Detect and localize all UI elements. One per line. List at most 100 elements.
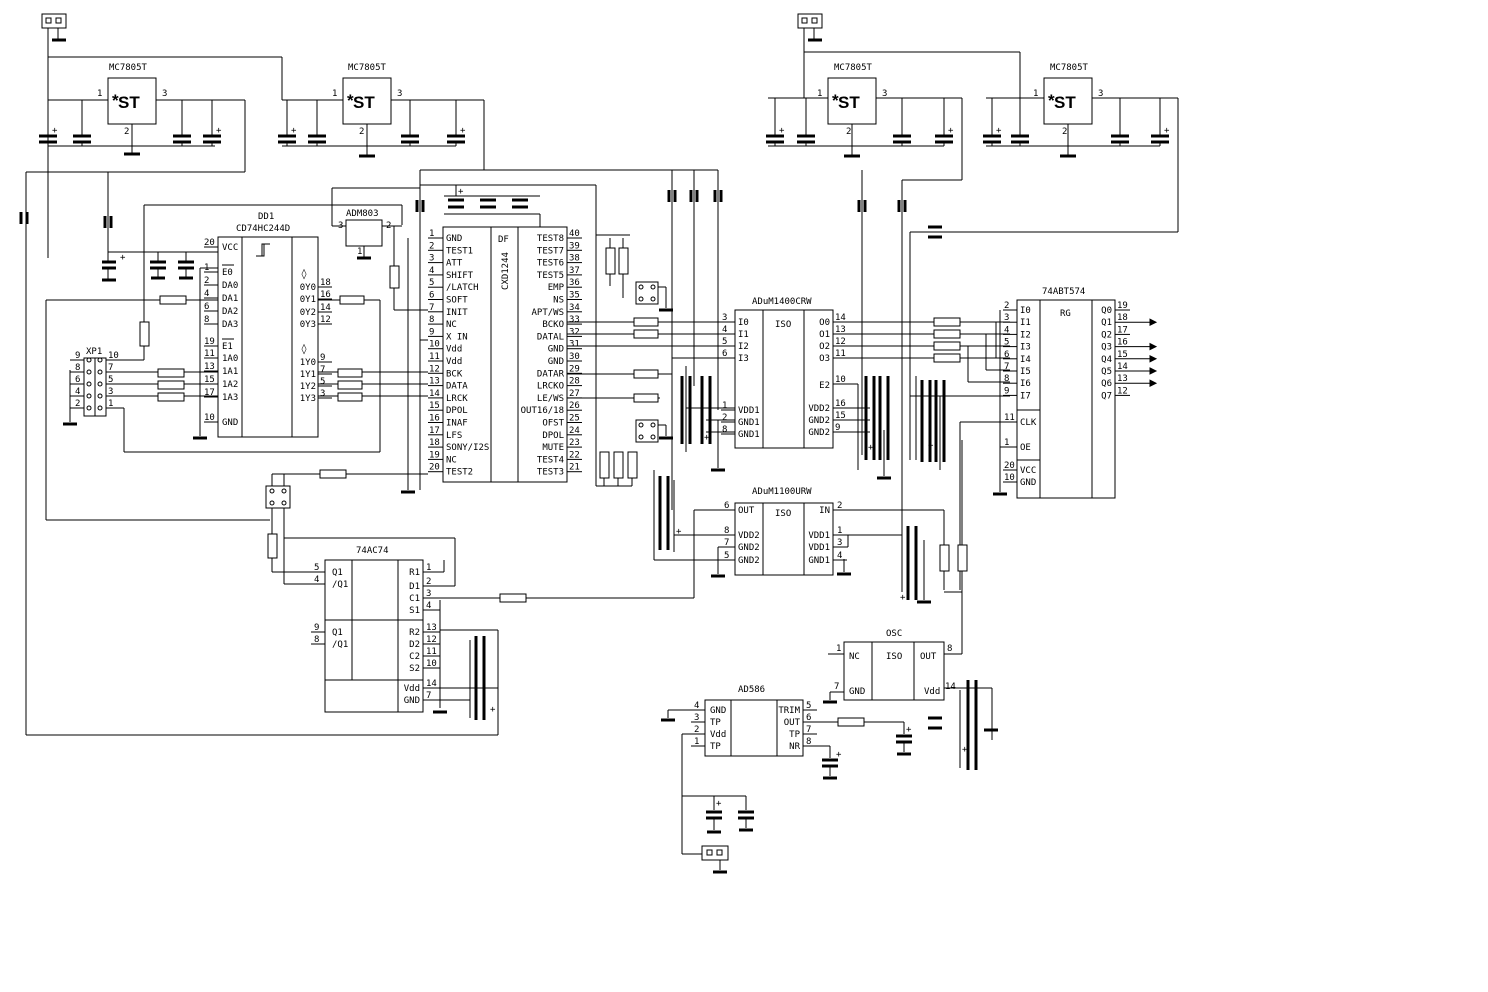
regulator-4-pin-in: 1: [1033, 89, 1038, 99]
abt574-pin-9: 9: [1004, 386, 1009, 396]
cxd1244-pin-35-name: NS: [553, 296, 564, 306]
adm803: ADM803 3 2 1: [332, 209, 428, 311]
ad586-pin-6: 6: [806, 713, 811, 723]
supply-rails: [48, 51, 1021, 100]
cxd1244-pin-20-name: TEST2: [446, 468, 473, 478]
cxd1244-pin-6: 6: [429, 291, 434, 301]
power-connector-right: [797, 13, 823, 98]
ad586-pin-8: 8: [806, 737, 811, 747]
regulator-cap-plus: +: [52, 126, 58, 136]
regulator-1-pin-gnd: 2: [124, 127, 129, 137]
ac74-pin-12-name: D2: [409, 640, 420, 650]
ad586-pin-2-name: Vdd: [710, 730, 726, 740]
cxd1244-pin-10: 10: [429, 340, 440, 350]
cxd1244-pin-35: 35: [569, 291, 580, 301]
cxd1244-pin-3: 3: [429, 254, 434, 264]
cxd1244-pin-27: 27: [569, 389, 580, 399]
xp1-pad-1: [97, 405, 103, 411]
cxd1244-pin-5: 5: [429, 278, 434, 288]
abt574-pin-10-name: GND: [1020, 478, 1036, 488]
dd1-pin-16-name: 0Y1: [300, 295, 316, 305]
adum1400-right-caps: +: [833, 376, 891, 480]
adum1400-pin-12-name: O2: [819, 342, 830, 352]
abt574-out-arrow-14: [1149, 367, 1158, 375]
abt574-pin-15-name: Q4: [1101, 355, 1112, 365]
adum1400-pin-13-name: O1: [819, 330, 830, 340]
osc-nc: NC: [849, 652, 860, 662]
dd1-pin-18: 18: [320, 278, 331, 288]
cxd1244-pin-29-name: DATAR: [537, 369, 565, 379]
dd1-pin-15: 15: [204, 375, 215, 385]
regulator-1-pin-out: 3: [162, 89, 167, 99]
ac74-pin-14: 14: [426, 679, 437, 689]
ac74-pin-9-name: Q1: [332, 628, 343, 638]
ac74-pin-10-name: S2: [409, 664, 420, 674]
adum1400-pin-1: 1: [722, 401, 727, 411]
ad586-pin-5-name: TRIM: [778, 706, 800, 716]
abt574-rg: RG: [1060, 309, 1071, 319]
cxd1244-pin-16-name: INAF: [446, 419, 468, 429]
adum1400-pin-11-name: O3: [819, 354, 830, 364]
regulator-3: MC7805T ST * 1 3 2: [768, 63, 962, 158]
cxd1244-pin-4-name: SHIFT: [446, 271, 474, 281]
adum1400-pin-5: 5: [722, 337, 727, 347]
adum1100-pin-5-name: GND2: [738, 556, 760, 566]
dd1-ref: DD1: [258, 212, 274, 222]
abt574-pin-18: 18: [1117, 313, 1128, 323]
dd1-pin-11: 11: [204, 349, 215, 359]
abt574-pin-4: 4: [1004, 325, 1009, 335]
cxd1244-pin-28-name: LRCKO: [537, 382, 564, 392]
abt574-out-arrow-18: [1149, 318, 1158, 327]
regulator-4: MC7805T ST * 1 3 2: [986, 63, 1178, 158]
adum1400-pin-3: 3: [722, 313, 727, 323]
adum1400-pin-4-name: I1: [738, 330, 749, 340]
cxd1244-pin-12-name: BCK: [446, 369, 463, 379]
regulator-4-pin-out: 3: [1098, 89, 1103, 99]
adum1400-pin-8-name: GND1: [738, 430, 760, 440]
ad586-pin-5: 5: [806, 701, 811, 711]
cxd1244-pin-12: 12: [429, 364, 440, 374]
adum1400-pin-3-name: I0: [738, 318, 749, 328]
cxd1244-pin-1: 1: [429, 229, 434, 239]
regulator-2-title: MC7805T: [348, 63, 387, 73]
adum1400-left-caps: +: [680, 366, 735, 472]
abt574-pin-10: 10: [1004, 473, 1015, 483]
regulator-cap-plus: +: [460, 126, 466, 136]
svg-text:*: *: [112, 91, 119, 110]
ac74-pin-4-name: S1: [409, 606, 420, 616]
cxd1244-pin-6-name: SOFT: [446, 296, 468, 306]
adum1400-pin-2-name: GND1: [738, 418, 760, 428]
dd1-pin-19-name: E1: [222, 342, 233, 352]
regulator-capacitors: ++++++++: [39, 98, 1170, 146]
adum1400-pin-14-name: O0: [819, 318, 830, 328]
xp1-pad-9: [86, 357, 92, 363]
abt574-pin-4-name: I2: [1020, 330, 1031, 340]
ac74-pin-5: 5: [314, 563, 319, 573]
ac74-pin-1: 1: [426, 563, 431, 573]
svg-text:+: +: [716, 799, 722, 809]
svg-text:+: +: [704, 433, 710, 443]
xp1-pin-6: 6: [75, 375, 80, 385]
xp1-pad-8: [86, 369, 92, 375]
regulator-1-pin-in: 1: [97, 89, 102, 99]
regulator-2-pin-out: 3: [397, 89, 402, 99]
xp1-pin-5: 5: [108, 375, 113, 385]
ad586-pin-7: 7: [806, 725, 811, 735]
cxd1244-pin-13-name: DATA: [446, 382, 468, 392]
ac74-pin-8: 8: [314, 635, 319, 645]
abt574-pin-6: 6: [1004, 350, 1009, 360]
adum1400-pin-6-name: I3: [738, 354, 749, 364]
dd1-pin-3: 3: [320, 389, 325, 399]
regulator-3-pin-in: 1: [817, 89, 822, 99]
cxd1244-pin-40: 40: [569, 229, 580, 239]
dd1-pin-2: 2: [204, 276, 209, 286]
cxd1244-pin-18-name: SONY/I2S: [446, 443, 489, 453]
cxd1244-pin-14: 14: [429, 389, 440, 399]
xp1-pad-6: [86, 381, 92, 387]
dd1-pin-14: 14: [320, 303, 331, 313]
adum1100-pin-6-name: OUT: [738, 506, 755, 516]
